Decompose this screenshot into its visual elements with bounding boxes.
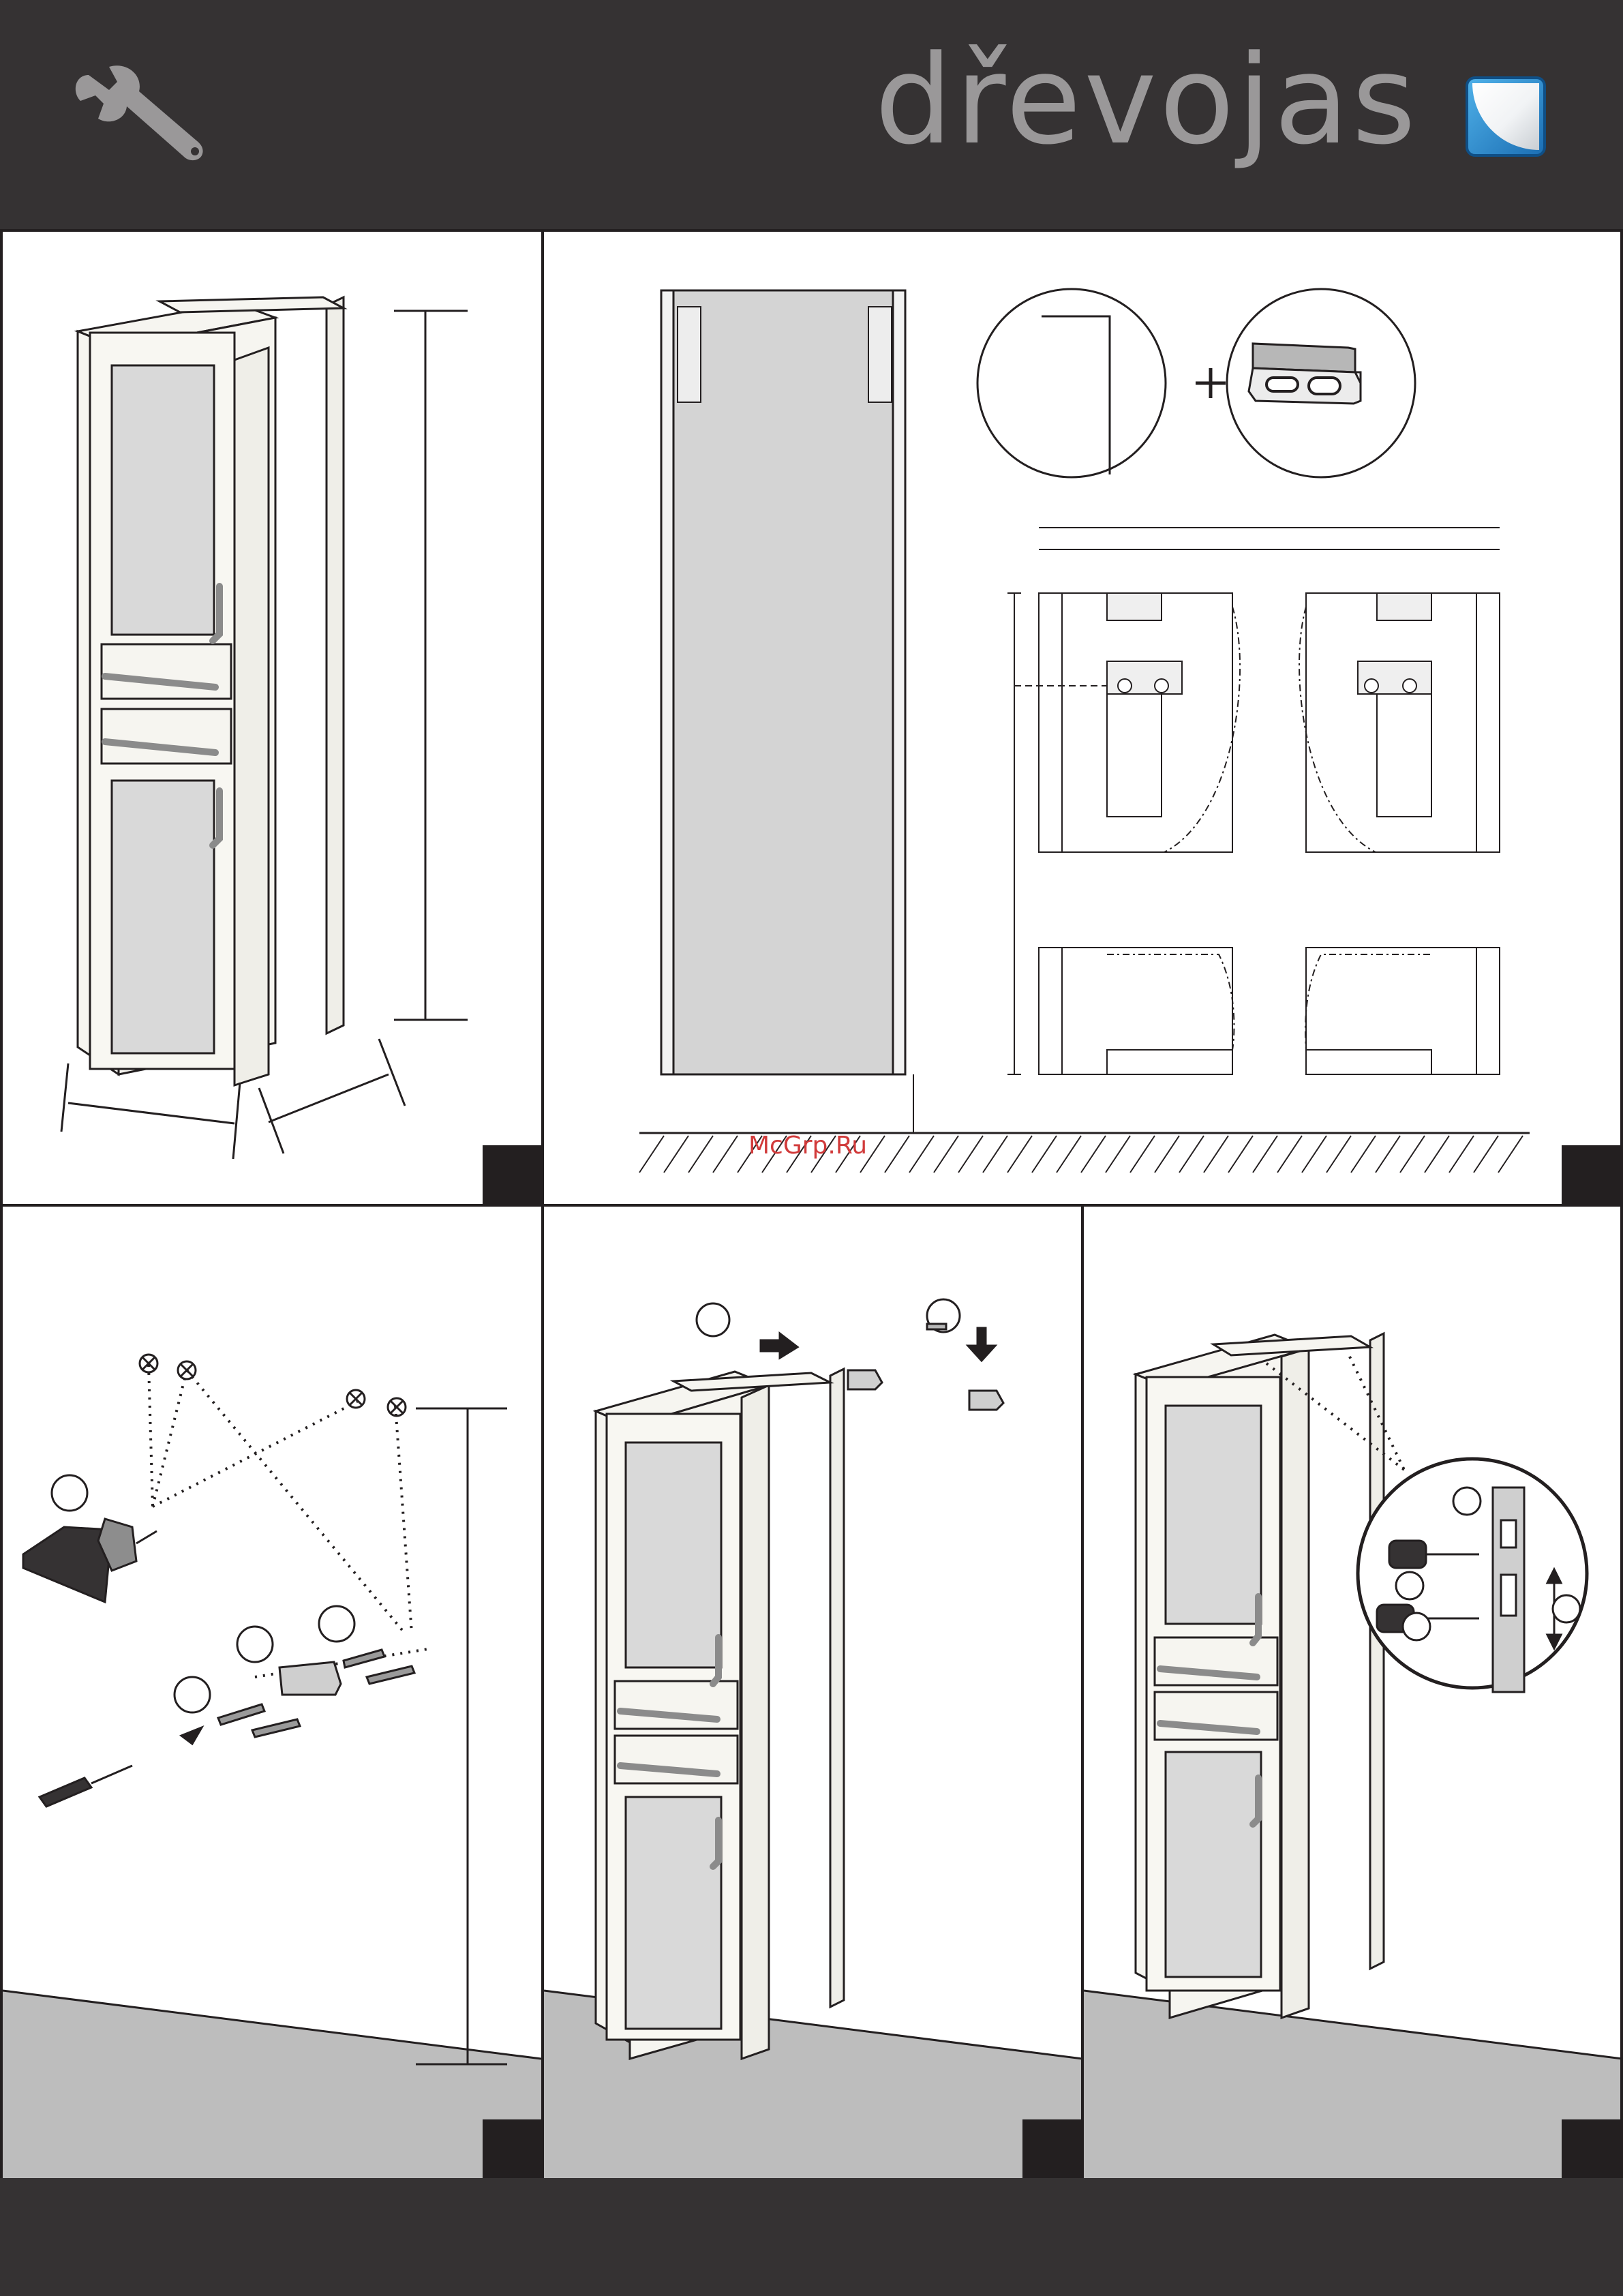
step-corner-marker xyxy=(1022,2119,1081,2178)
panel-wall-bracket-layout xyxy=(541,229,1623,1207)
wrench-icon xyxy=(68,55,225,177)
step-corner-marker xyxy=(1562,2119,1620,2178)
header-band: dřevojas xyxy=(0,0,1623,232)
arrow-icon xyxy=(544,1207,1084,2181)
step-corner-marker xyxy=(1562,1145,1620,1204)
brand-name: dřevojas xyxy=(875,40,1419,162)
panel-cabinet-dimensions xyxy=(0,229,544,1207)
step-corner-marker xyxy=(483,2119,541,2178)
footer-band xyxy=(0,2178,1623,2296)
watermark: McGrp.Ru xyxy=(748,1132,867,1160)
bracket-detail-icon xyxy=(544,232,1623,1207)
panel-hanging-cabinet xyxy=(541,1204,1084,2181)
screwdriver-icon xyxy=(1084,1207,1623,2181)
panel-drilling-wall xyxy=(0,1204,544,2181)
page-curl-logo-icon xyxy=(1466,76,1546,157)
tall-cabinet-icon xyxy=(3,232,544,1207)
panel-adjusting-hangers xyxy=(1081,1204,1623,2181)
drill-icon xyxy=(3,1207,544,2181)
step-corner-marker xyxy=(483,1145,541,1204)
